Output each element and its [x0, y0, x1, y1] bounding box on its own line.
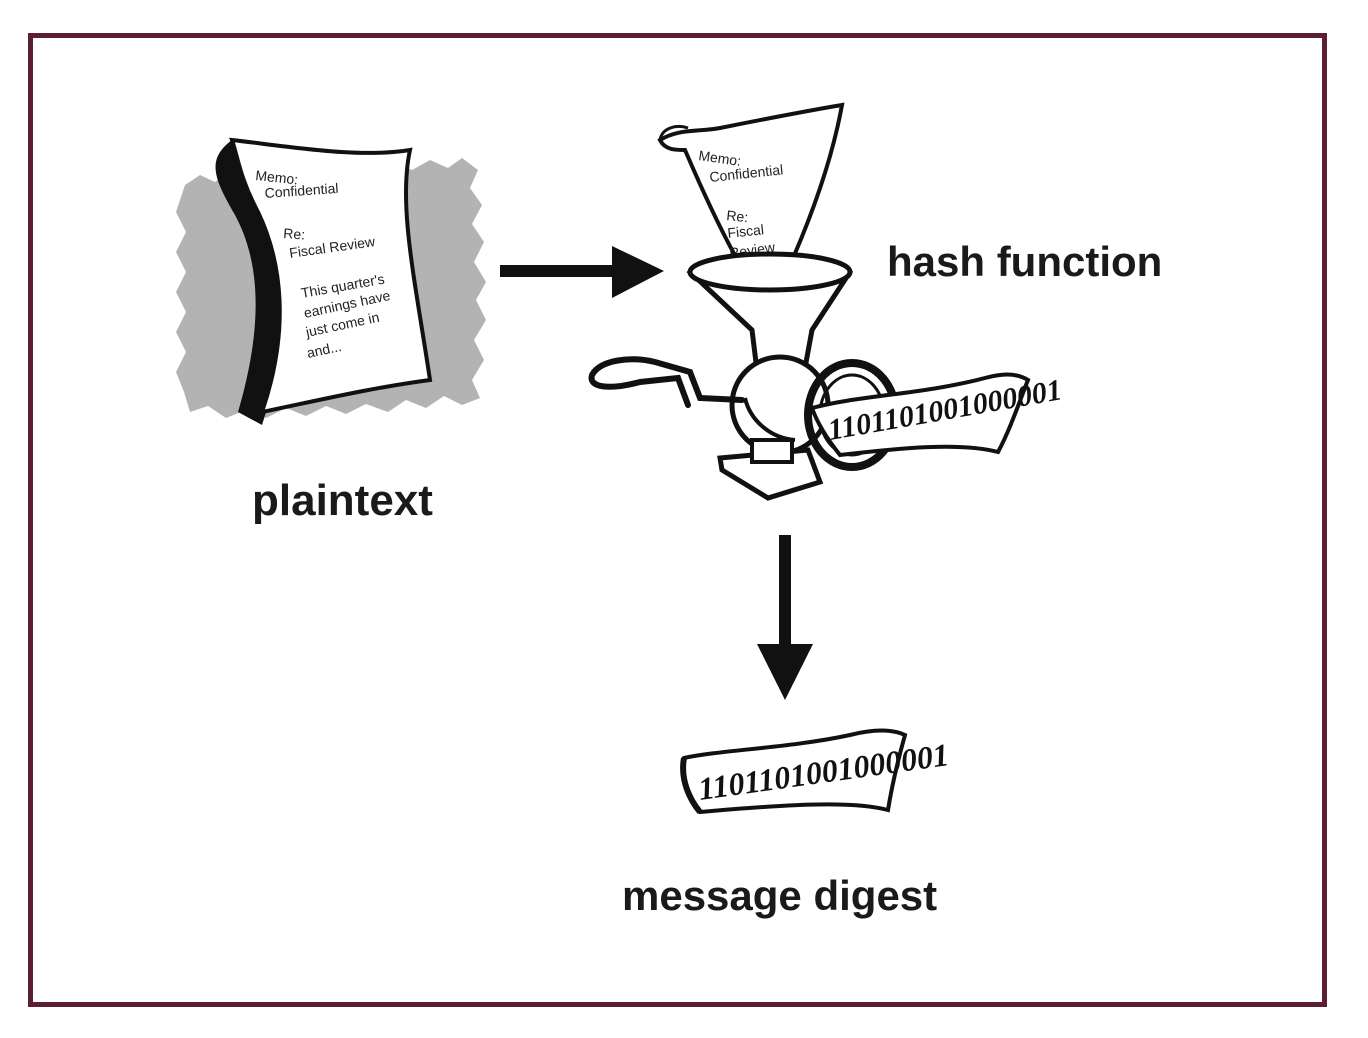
- funnel-paper: [657, 102, 845, 271]
- hash-function-label: hash function: [887, 238, 1163, 285]
- svg-text:Re:: Re:: [726, 207, 749, 225]
- funnel-paper-curl: [658, 125, 689, 141]
- message-digest-label: message digest: [622, 872, 938, 919]
- grinder-output-strip: [809, 372, 1031, 458]
- svg-text:and...: and...: [305, 338, 343, 361]
- arrow-to-hash: [500, 246, 664, 298]
- document-curl: [215, 140, 281, 425]
- svg-text:Confidential: Confidential: [264, 180, 339, 201]
- funnel-paper-text: Memo: Confidential Re: Fiscal Review: [698, 147, 784, 261]
- svg-text:Memo:: Memo:: [698, 147, 743, 169]
- digest-strip-edge: [680, 757, 703, 814]
- svg-text:Memo:: Memo:: [255, 167, 299, 187]
- svg-text:Re:: Re:: [283, 225, 306, 242]
- svg-text:Fiscal: Fiscal: [727, 221, 765, 241]
- plaintext-label: plaintext: [252, 476, 433, 525]
- document-text: Memo: Confidential Re: Fiscal Review Thi…: [255, 167, 392, 361]
- arrow-to-digest: [757, 535, 813, 700]
- svg-text:Confidential: Confidential: [709, 161, 784, 185]
- digest-strip: [681, 728, 908, 815]
- document-page: [229, 137, 433, 415]
- hash-function-grinder: [588, 251, 900, 501]
